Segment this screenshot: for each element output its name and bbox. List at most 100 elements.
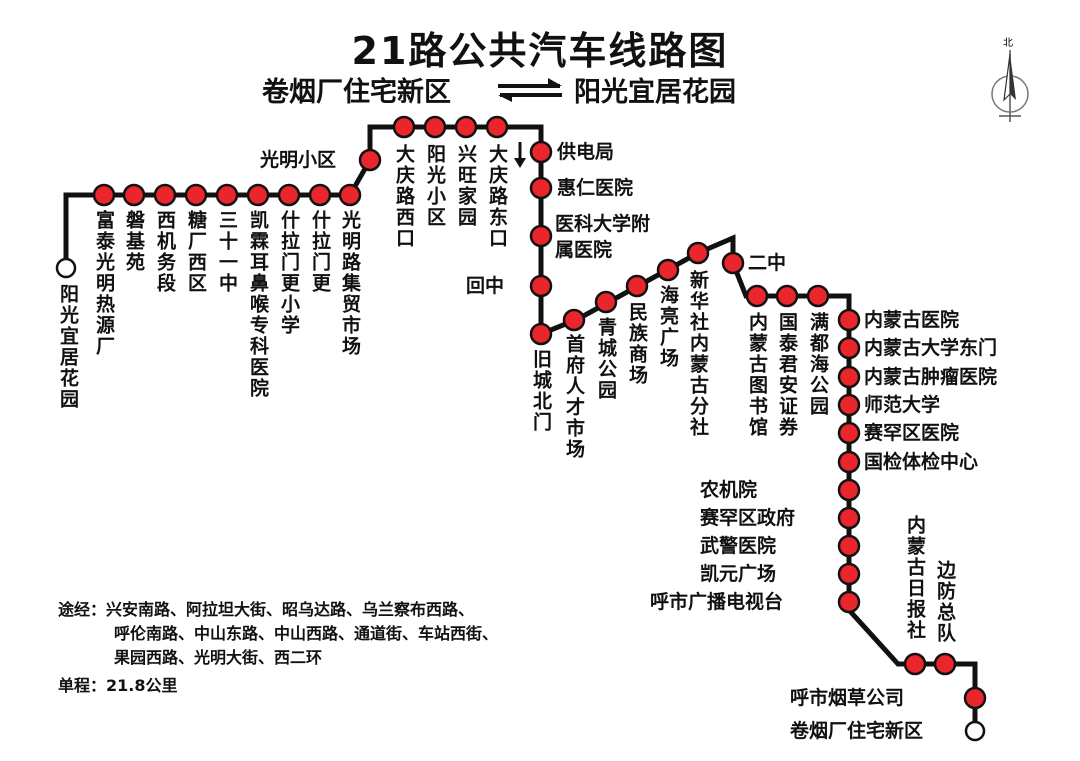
route-label: 途经： — [58, 600, 107, 619]
stop-marker — [933, 652, 957, 676]
stop-label-s16: 惠仁医院 — [557, 177, 634, 199]
stop-marker — [837, 590, 861, 614]
stop-marker — [246, 183, 270, 207]
route-streets: 途经：兴安南路、阿拉坦大街、昭乌达路、乌兰察布西路、 呼伦南路、中山东路、中山西… — [58, 598, 498, 670]
stop-marker — [686, 241, 710, 265]
stop-label-s19: 旧城北门 — [530, 349, 552, 433]
stop-marker — [122, 183, 146, 207]
stop-label-s12: 阳光小区 — [424, 144, 446, 228]
stop-marker — [837, 308, 861, 332]
stop-label-s17: 医科大学附属医院 — [555, 213, 651, 261]
stop-marker — [837, 562, 861, 586]
stop-marker — [529, 176, 553, 200]
stop-marker — [775, 284, 799, 308]
stop-label-s10: 光明小区 — [260, 149, 337, 171]
stop-marker — [837, 478, 861, 502]
route-line-3: 果园西路、光明大街、西二环 — [114, 648, 323, 667]
stop-marker — [153, 183, 177, 207]
compass-label: 北 — [1003, 37, 1013, 49]
stop-label-s41: 边防总队 — [934, 560, 956, 644]
stop-marker — [963, 686, 987, 710]
stop-label-s31: 内蒙古肿瘤医院 — [864, 366, 998, 388]
stop-label-s20: 首府人才市场 — [563, 334, 585, 460]
map-title: 21路公共汽车线路图 — [351, 29, 729, 73]
stop-marker — [392, 115, 416, 139]
stop-marker — [594, 290, 618, 314]
stop-label-s32: 师范大学 — [864, 394, 941, 416]
stop-label-s25: 二中 — [748, 252, 787, 274]
stop-label-s26: 内蒙古图书馆 — [746, 312, 768, 438]
stop-label-s29: 内蒙古医院 — [864, 309, 960, 331]
stop-label-s35: 农机院 — [700, 479, 758, 501]
stop-label-s2: 磐基苑 — [123, 210, 145, 273]
direction-arrow-icon — [514, 142, 526, 168]
stop-label-s9: 光明路集贸市场 — [339, 210, 361, 357]
stop-label-s3: 西机务段 — [154, 210, 176, 294]
stop-label-s43: 卷烟厂住宅新区 — [790, 720, 924, 742]
north-compass-icon: 北 — [991, 37, 1029, 122]
stop-label-s6: 凯霖耳鼻喉专科医院 — [247, 210, 269, 399]
stop-marker — [837, 365, 861, 389]
stop-marker — [308, 183, 332, 207]
stop-label-s21: 青城公园 — [595, 317, 617, 401]
route-line-2: 呼伦南路、中山东路、中山西路、通道街、车站西街、 — [114, 624, 499, 643]
stop-marker — [625, 274, 649, 298]
stop-label-s28: 满都海公园 — [807, 312, 829, 417]
stop-label-s14: 大庆路东口 — [486, 144, 508, 249]
stop-marker — [529, 224, 553, 248]
route-length: 单程：21.8公里 — [58, 672, 178, 696]
stop-label-s22: 民族商场 — [626, 302, 648, 386]
stop-marker — [529, 322, 553, 346]
stop-marker — [837, 336, 861, 360]
stop-label-s37: 武警医院 — [700, 535, 777, 557]
stop-marker — [656, 258, 680, 282]
stop-marker — [184, 183, 208, 207]
stop-marker — [454, 115, 478, 139]
stop-label-s30: 内蒙古大学东门 — [864, 337, 998, 359]
terminal-stop-marker — [964, 720, 986, 742]
stop-marker — [485, 115, 509, 139]
stop-label-s34: 国检体检中心 — [864, 451, 979, 473]
stop-label-s39: 呼市广播电视台 — [650, 591, 784, 613]
terminal-a-heading: 卷烟厂住宅新区 — [262, 77, 451, 108]
stop-marker — [837, 450, 861, 474]
stop-label-s36: 赛罕区政府 — [700, 507, 796, 529]
length-value: 21.8公里 — [106, 676, 178, 695]
stop-marker — [92, 183, 116, 207]
stop-marker — [423, 115, 447, 139]
stop-label-s33: 赛罕区医院 — [864, 422, 960, 444]
stop-marker — [358, 148, 382, 172]
stop-label-s7: 什拉门更小学 — [278, 210, 300, 336]
terminal-stop-marker — [55, 257, 77, 279]
length-label: 单程： — [58, 676, 107, 695]
route-line-1: 兴安南路、阿拉坦大街、昭乌达路、乌兰察布西路、 — [106, 600, 475, 619]
stop-marker — [806, 284, 830, 308]
stop-label-s0: 阳光宜居花园 — [57, 284, 79, 410]
stop-label-s1: 富泰光明热源厂 — [93, 210, 115, 357]
stop-marker — [277, 183, 301, 207]
stop-label-s42: 呼市烟草公司 — [790, 687, 905, 709]
stop-marker — [837, 421, 861, 445]
stop-label-s40: 内蒙古日报社 — [904, 515, 926, 641]
stop-label-s38: 凯元广场 — [700, 563, 777, 585]
stop-label-s27: 国泰君安证券 — [776, 312, 798, 438]
stop-marker — [837, 506, 861, 530]
stop-marker — [338, 183, 362, 207]
stop-label-s5: 三十一中 — [216, 210, 238, 294]
stop-label-s11: 大庆路西口 — [393, 144, 415, 249]
stop-label-s13: 兴旺家园 — [455, 144, 477, 228]
stop-marker — [721, 251, 745, 275]
stop-marker — [529, 140, 553, 164]
stop-marker — [215, 183, 239, 207]
stop-marker — [745, 284, 769, 308]
stop-label-s4: 糖厂西区 — [185, 210, 207, 294]
stop-label-s23: 海亮广场 — [657, 285, 679, 369]
stop-marker — [837, 534, 861, 558]
stop-marker — [837, 393, 861, 417]
stop-label-s24: 新华社内蒙古分社 — [687, 270, 709, 438]
stop-marker — [529, 274, 553, 298]
stop-label-s15: 供电局 — [557, 141, 615, 163]
terminal-b-heading: 阳光宜居花园 — [574, 77, 736, 108]
stop-label-s18: 回中 — [466, 275, 505, 297]
